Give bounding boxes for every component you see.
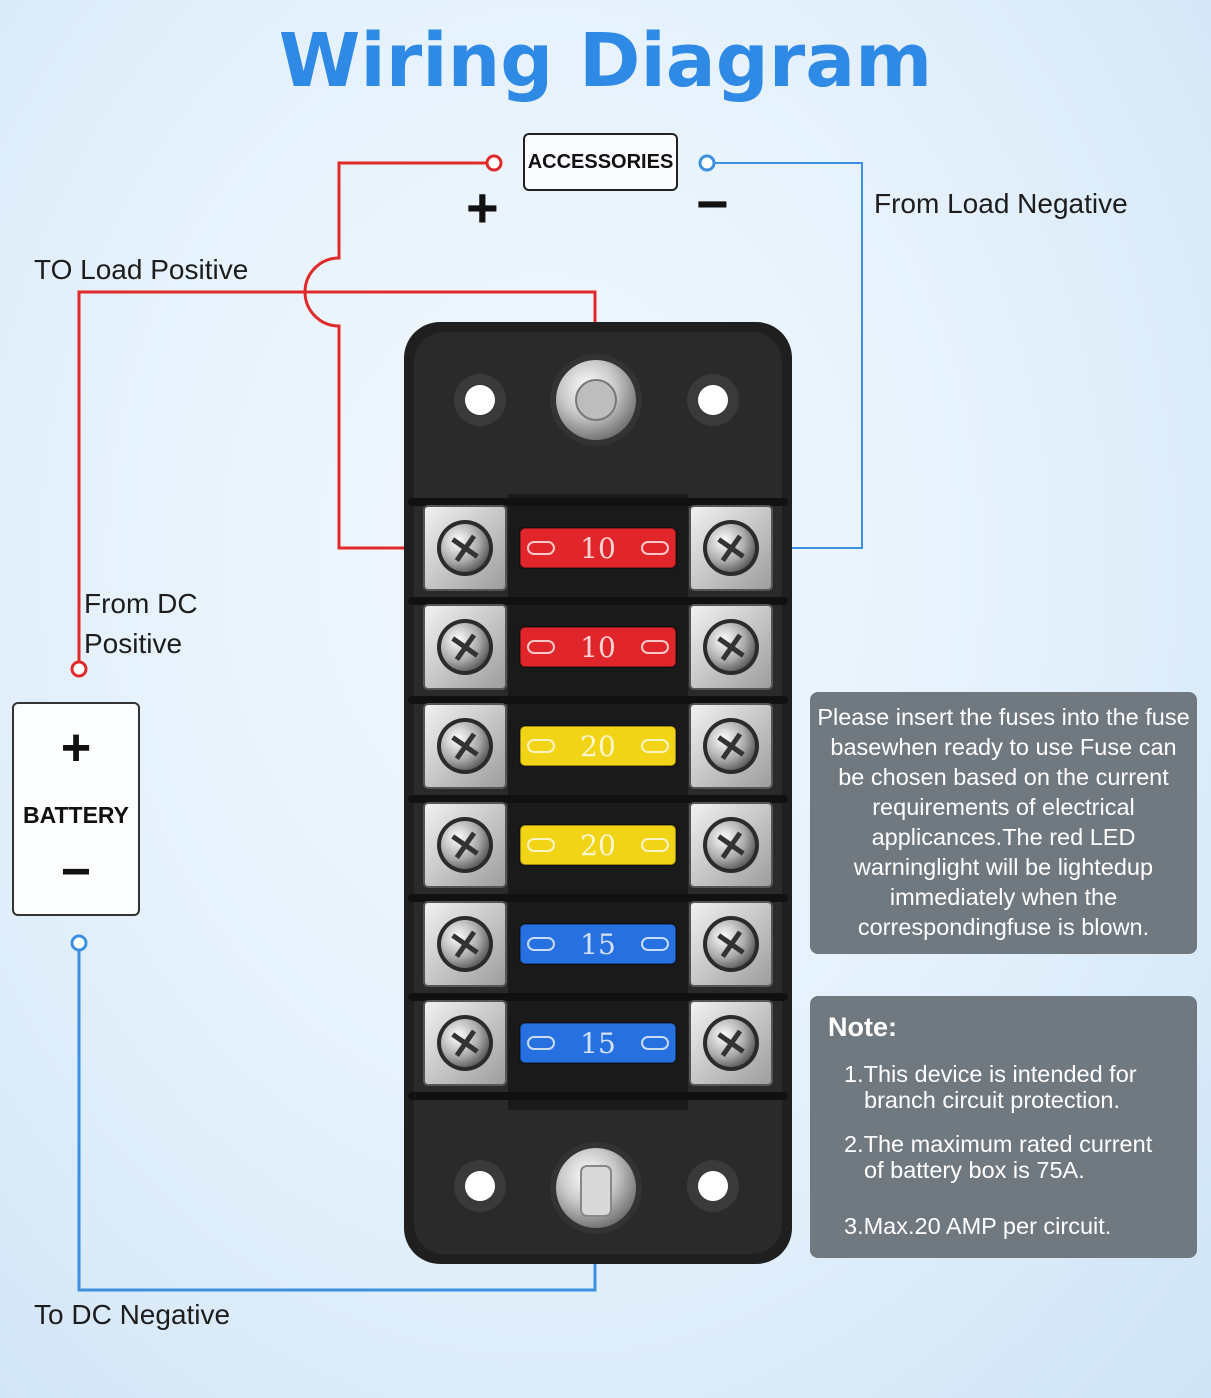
fuse-row: 20 [408, 795, 788, 888]
fuse-rating-label: 10 [580, 631, 616, 664]
fuse-row: 10 [408, 498, 788, 591]
note-item-line1: 1.This device is intended for [844, 1061, 1137, 1087]
note-item-line2: branch circuit protection. [864, 1087, 1121, 1113]
to-dc-negative-label: To DC Negative [34, 1299, 231, 1330]
fuse-rating-label: 20 [580, 829, 616, 862]
screw-terminal-right [689, 802, 773, 888]
from-dc-positive-label-line1: From DC [84, 588, 198, 619]
battery-label: BATTERY [22, 802, 130, 828]
note-panel: Note: 1.This device is intended for bran… [810, 996, 1197, 1258]
blade-fuse[interactable]: 10 [519, 626, 677, 668]
screw-terminal-left [423, 802, 507, 888]
note-item-line1: 2.The maximum rated current [844, 1131, 1153, 1157]
from-load-negative-label: From Load Negative [874, 188, 1128, 219]
note-item: 3.Max.20 AMP per circuit. [828, 1213, 1179, 1239]
note-heading: Note: [828, 1012, 897, 1042]
fuse-rating-label: 10 [580, 532, 616, 565]
bottom-stud [550, 1142, 642, 1234]
blade-fuse[interactable]: 15 [519, 1022, 677, 1064]
screw-terminal-right [689, 703, 773, 789]
battery-minus-sign: − [60, 843, 92, 901]
fuse-rating-label: 15 [580, 928, 616, 961]
screw-terminal-left [423, 901, 507, 987]
screw-terminal-left [423, 1000, 507, 1086]
fuse-row: 15 [408, 993, 788, 1086]
fuse-rating-label: 20 [580, 730, 616, 763]
screw-terminal-right [689, 1000, 773, 1086]
fuse-instructions-panel: Please insert the fuses into the fuse ba… [810, 692, 1197, 954]
blade-fuse[interactable]: 10 [519, 527, 677, 569]
note-item-line1: 3.Max.20 AMP per circuit. [844, 1213, 1112, 1239]
note-item: 1.This device is intended for branch cir… [828, 1061, 1179, 1113]
blade-fuse[interactable]: 20 [519, 824, 677, 866]
blade-fuse[interactable]: 20 [519, 725, 677, 767]
screw-terminal-left [423, 703, 507, 789]
battery-plus-sign: + [60, 719, 92, 777]
screw-terminal-right [689, 604, 773, 690]
note-item-line2: of battery box is 75A. [864, 1157, 1085, 1183]
accessories-box: ACCESSORIES [523, 133, 678, 191]
note-item: 2.The maximum rated current of battery b… [828, 1131, 1179, 1183]
screw-terminal-right [689, 505, 773, 591]
fuse-instructions-text: Please insert the fuses into the fuse ba… [817, 704, 1190, 940]
fuse-row: 15 [408, 894, 788, 987]
screw-terminal-left [423, 604, 507, 690]
positive-terminal-dot [485, 154, 503, 172]
fuse-rating-label: 15 [580, 1027, 616, 1060]
top-stud [550, 354, 642, 446]
fuse-box: 10 10 20 20 15 15 [404, 322, 792, 1264]
screw-terminal-left [423, 505, 507, 591]
negative-load-wire [707, 162, 863, 549]
battery-positive-dot [70, 660, 88, 678]
screw-terminal-right [689, 901, 773, 987]
blade-fuse[interactable]: 15 [519, 923, 677, 965]
fuse-row: 10 [408, 597, 788, 690]
negative-terminal-dot [698, 154, 716, 172]
battery: + BATTERY − [12, 702, 140, 916]
page-title: Wiring Diagram [278, 18, 933, 104]
battery-negative-dot [70, 934, 88, 952]
to-load-positive-label: TO Load Positive [34, 254, 249, 285]
from-dc-positive-label-line2: Positive [84, 628, 183, 659]
accessories-plus-sign: + [466, 176, 499, 239]
fuse-row: 20 [408, 696, 788, 789]
accessories-minus-sign: − [696, 172, 729, 235]
